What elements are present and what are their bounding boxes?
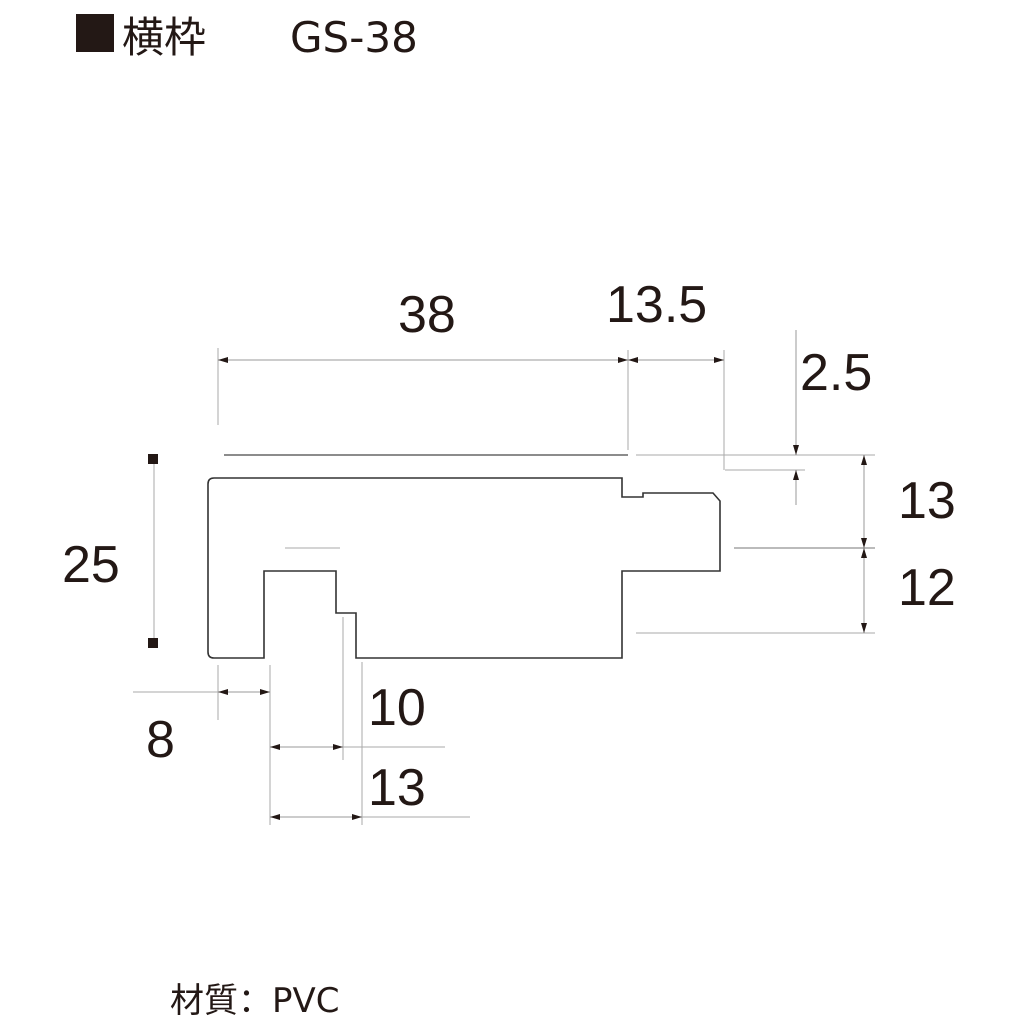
dim-groove-width: 10	[368, 679, 426, 737]
dim-width-main: 38	[398, 286, 456, 344]
dim-height-total: 25	[62, 536, 120, 594]
dim-height-upper: 13	[898, 472, 956, 530]
dim-width-lip: 13.5	[606, 276, 707, 334]
dimension-lines	[133, 330, 875, 825]
dimension-end-marker-icon	[148, 454, 158, 464]
frame-profile	[207, 477, 721, 659]
dim-offset-top: 2.5	[800, 344, 872, 402]
title-square-icon	[76, 14, 114, 52]
dim-height-lower: 12	[898, 559, 956, 617]
dimension-end-marker-icon	[148, 638, 158, 648]
material-label: 材質：PVC	[170, 981, 340, 1021]
dim-groove-depth: 13	[368, 759, 426, 817]
title-model: GS-38	[290, 13, 418, 62]
dim-bottom-left: 8	[146, 711, 175, 769]
title-name: 横枠	[122, 13, 206, 62]
